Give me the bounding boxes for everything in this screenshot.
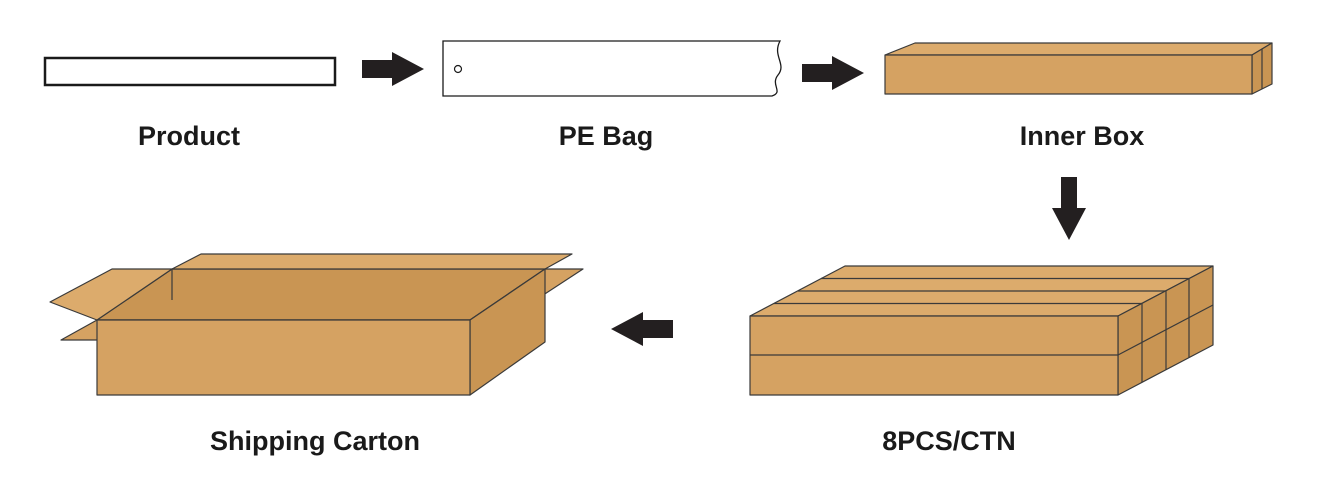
hang-hole-icon [453, 64, 463, 74]
pe-bag-label: PE Bag [559, 121, 654, 151]
arrow-right-icon [802, 56, 864, 90]
product-label: Product [138, 121, 240, 151]
shipping-carton-label: Shipping Carton [210, 426, 420, 456]
carton-count-label: 8PCS/CTN [882, 426, 1016, 456]
pe-bag-illustration [442, 40, 782, 97]
product-illustration [43, 56, 337, 87]
arrow-right-icon [362, 52, 424, 86]
arrow-left-icon [611, 312, 673, 346]
inner-box-illustration [884, 42, 1273, 95]
shipping-carton-illustration [49, 253, 584, 396]
arrow-down-icon [1052, 177, 1086, 240]
inner-box-label: Inner Box [1020, 121, 1145, 151]
carton-bundle-illustration [749, 265, 1214, 396]
